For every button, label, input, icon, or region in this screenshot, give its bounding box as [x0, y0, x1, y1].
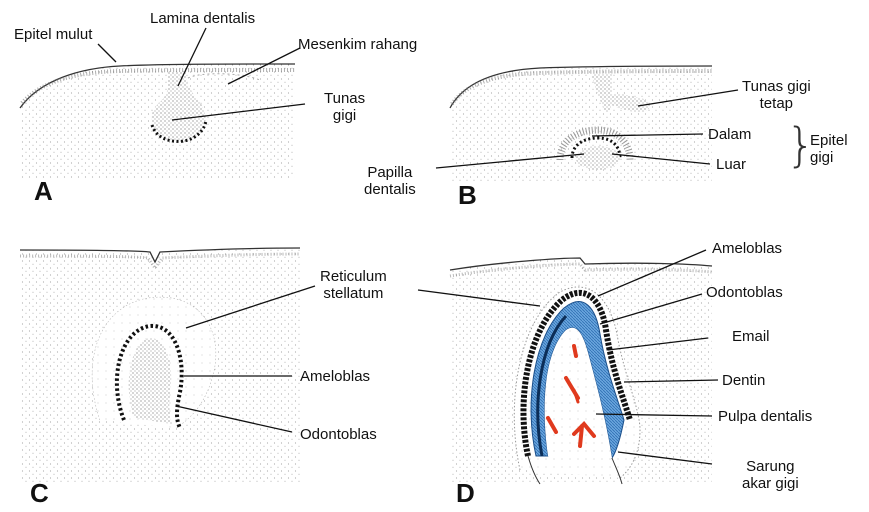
- label-sarung-akar-gigi: Sarung akar gigi: [742, 458, 799, 492]
- label-mesenkim-rahang: Mesenkim rahang: [298, 36, 417, 53]
- label-c-ameloblas: Ameloblas: [300, 368, 370, 385]
- panel-a-letter: A: [34, 176, 53, 207]
- panel-c-artwork: [20, 248, 300, 484]
- label-papilla-dentalis: Papilla dentalis: [364, 164, 416, 198]
- label-luar: Luar: [716, 156, 746, 173]
- leader-epitel-mulut: [98, 44, 116, 62]
- label-dalam: Dalam: [708, 126, 751, 143]
- label-epitel-gigi: Epitel gigi: [810, 132, 848, 166]
- label-d-ameloblas: Ameloblas: [712, 240, 782, 257]
- panel-b-artwork: [450, 66, 712, 182]
- panel-c-letter: C: [30, 478, 49, 509]
- label-tunas-gigi: Tunas gigi: [324, 90, 365, 124]
- label-epitel-mulut: Epitel mulut: [14, 26, 92, 43]
- label-tunas-gigi-tetap: Tunas gigi tetap: [742, 78, 811, 112]
- label-lamina-dentalis: Lamina dentalis: [150, 10, 255, 27]
- panel-d-letter: D: [456, 478, 475, 509]
- label-c-odontoblas: Odontoblas: [300, 426, 377, 443]
- label-dentin: Dentin: [722, 372, 765, 389]
- label-reticulum-stellatum: Reticulum stellatum: [320, 268, 387, 302]
- label-d-odontoblas: Odontoblas: [706, 284, 783, 301]
- label-email: Email: [732, 328, 770, 345]
- panel-b-letter: B: [458, 180, 477, 211]
- label-pulpa-dentalis: Pulpa dentalis: [718, 408, 812, 425]
- panel-a-artwork: [20, 64, 295, 178]
- panel-d-artwork: [450, 258, 712, 484]
